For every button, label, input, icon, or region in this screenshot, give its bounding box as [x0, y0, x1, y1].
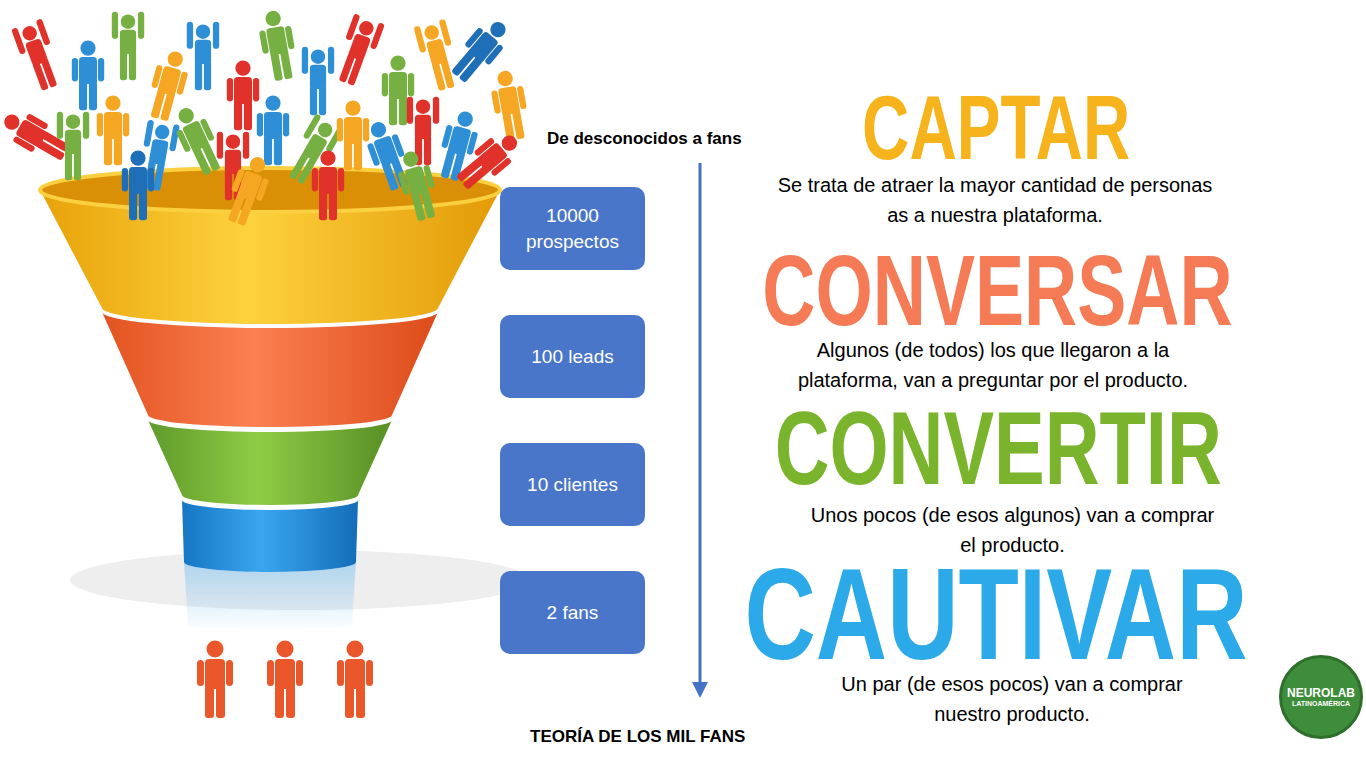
diagram-title: De desconocidos a fans	[547, 129, 742, 149]
node-text: NEUROLAB	[1287, 687, 1355, 700]
stage-heading: CONVERSAR	[762, 250, 1232, 330]
funnel	[40, 168, 500, 632]
people-crowd	[0, 8, 532, 229]
fans-figures	[197, 641, 373, 719]
blue-band	[182, 500, 358, 572]
node-text: 10000 prospectos	[508, 203, 637, 254]
stage-box: 100 leads	[500, 315, 645, 398]
node-text: LATINOAMÉRICA	[1292, 700, 1350, 708]
node-text: 100 leads	[531, 344, 613, 370]
green-band	[148, 420, 392, 505]
reflection	[184, 562, 356, 632]
diagram-caption: TEORÍA DE LOS MIL FANS	[530, 727, 745, 747]
node-text: 10 clientes	[527, 472, 618, 498]
stage-box: 10000 prospectos	[500, 187, 645, 270]
stage-description: Algunos (de todos) los que llegaron a la…	[768, 335, 1218, 395]
stage-heading: CAPTAR	[862, 92, 1130, 164]
stage-description: Unos pocos (de esos algunos) van a compr…	[805, 500, 1220, 560]
stage-box: 10 clientes	[500, 443, 645, 526]
logo-badge: NEUROLABLATINOAMÉRICA	[1279, 655, 1363, 739]
flow-arrow	[692, 163, 708, 698]
node-text: 2 fans	[547, 600, 599, 626]
stage-box: 2 fans	[500, 571, 645, 654]
stage-description: Se trata de atraer la mayor cantidad de …	[770, 170, 1220, 230]
orange-band	[102, 312, 438, 427]
stage-heading: CONVERTIR	[775, 407, 1222, 490]
stage-heading: CAUTIVAR	[744, 562, 1247, 666]
stage-description: Un par (de esos pocos) van a comprar nue…	[812, 669, 1212, 729]
